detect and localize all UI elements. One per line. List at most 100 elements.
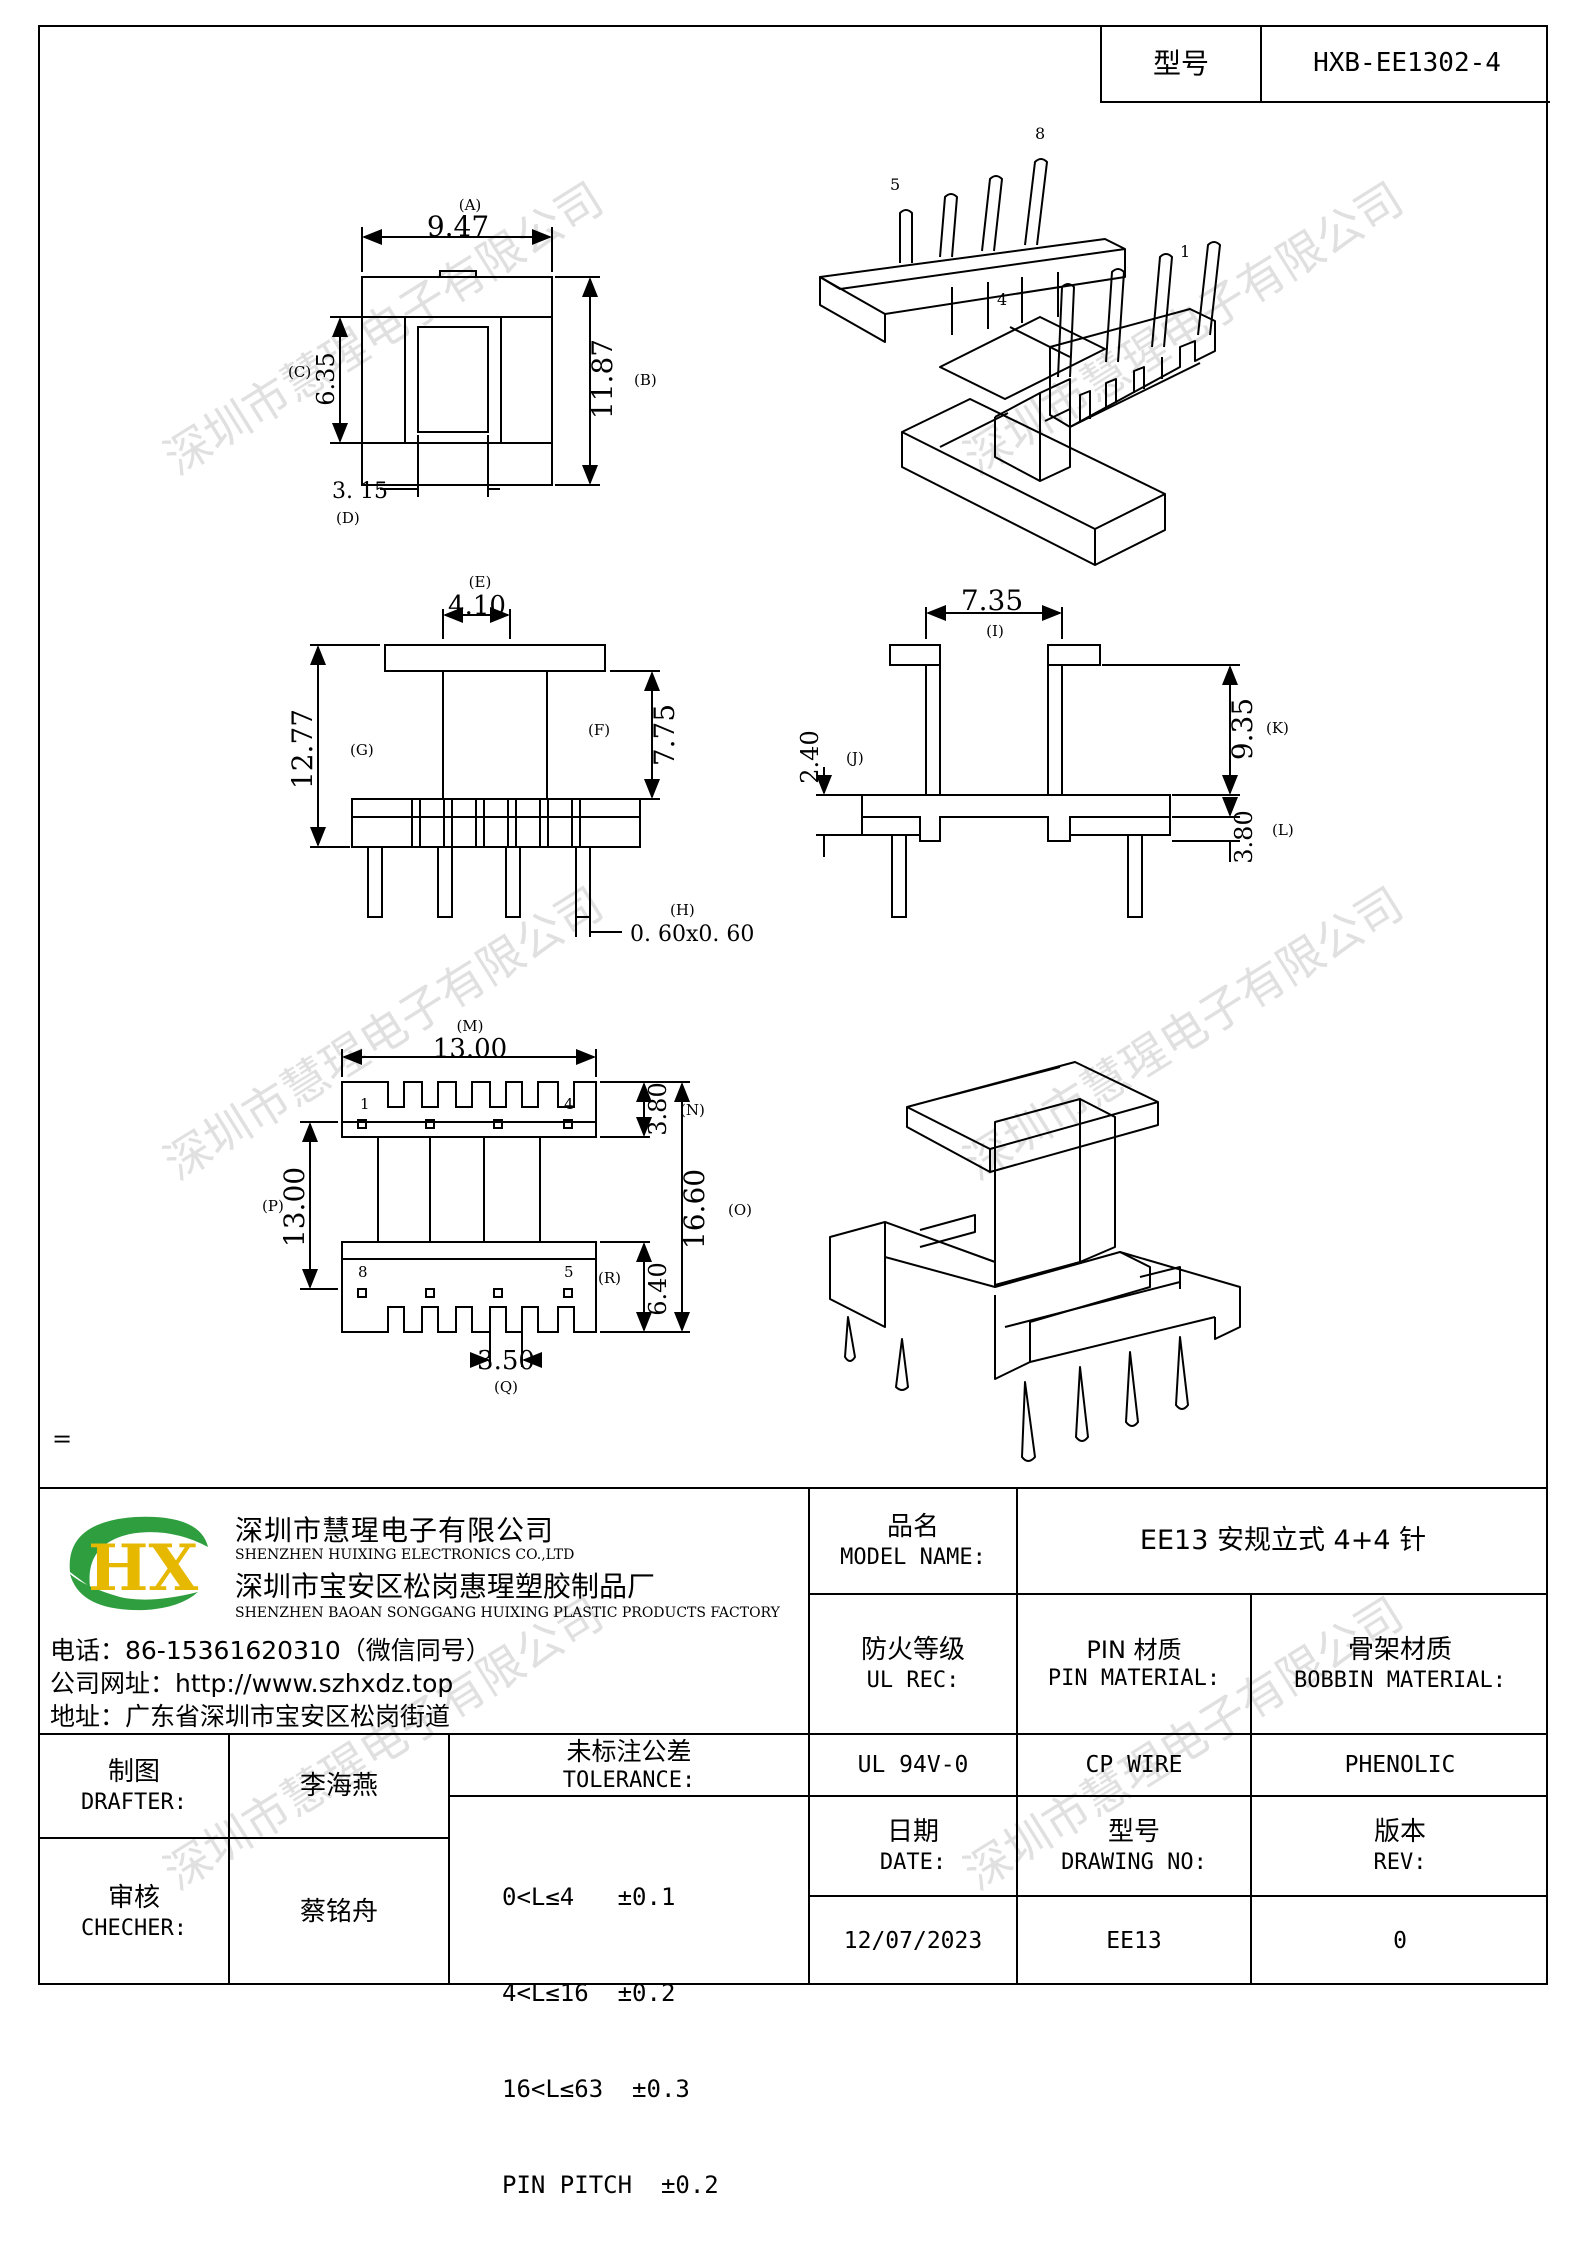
title-block-top-border [40,1487,1548,1489]
equals-mark: = [52,1425,72,1453]
drafter-name: 李海燕 [299,1770,378,1801]
grid-line [808,1795,1548,1797]
dim-j-value: 2.40 [796,730,824,783]
model-header-label: 型号 [1102,25,1262,101]
grid-line [448,1733,450,1985]
dim-f-value: 7.75 [648,704,681,766]
dim-l-label: (L) [1272,821,1294,839]
dim-e-value: 4.10 [448,591,506,621]
dim-h-value: 0. 60x0. 60 [630,922,754,947]
date-en: DATE: [879,1849,947,1875]
factory-name-en: SHENZHEN BAOAN SONGGANG HUIXING PLASTIC … [235,1605,780,1621]
grid-line [808,1593,1548,1595]
dim-m-value: 13.00 [433,1034,507,1064]
grid-line [1250,1593,1252,1985]
tolerance-cn: 未标注公差 [566,1736,692,1766]
company-logo: HX [50,1502,220,1622]
dim-c-label: (C) [288,363,311,381]
iso-pin-4: 4 [997,290,1007,309]
bobbin-material-cn: 骨架材质 [1347,1635,1452,1665]
dim-o-value: 16.60 [678,1169,711,1249]
model-name-value: EE13 安规立式 4+4 针 [1139,1525,1427,1557]
pin-material-value: CP WIRE [1085,1751,1183,1778]
iso-view-top [819,158,1221,566]
grid-line [40,1733,1548,1735]
dim-k-label: (K) [1266,719,1289,737]
iso-pin-1: 1 [1180,242,1190,261]
side-view [816,605,1240,918]
model-name-cn: 品名 [886,1512,939,1542]
company-phone: 电话：86-15361620310（微信同号） [50,1636,491,1665]
dim-b-value: 11.87 [586,339,619,419]
dim-m-label: (M) [456,1017,483,1035]
grid-line [228,1837,448,1839]
dim-r-label: (R) [598,1269,621,1287]
pin-label-8: 8 [358,1263,368,1281]
model-header-box: 型号 HXB-EE1302-4 [1100,25,1550,103]
technical-drawing: (A) 9.47 11.87 (B) 6.35 (C) 3. 15 (D) (E… [52,124,1294,1462]
company-website: 公司网址：http://www.szhxdz.top [50,1669,454,1698]
dim-f-label: (F) [588,721,610,739]
drafter-cn: 制图 [107,1757,160,1787]
bottom-view [300,1049,690,1368]
drawing-sheet: 深圳市慧瑆电子有限公司 深圳市慧瑆电子有限公司 深圳市慧瑆电子有限公司 深圳市慧… [38,25,1550,2199]
top-view [330,227,600,497]
ul-rec-cn: 防火等级 [860,1635,965,1665]
date-label-cell: 日期 DATE: [810,1797,1016,1895]
iso-pin-5: 5 [890,175,900,194]
tolerance-row: 4<L≤16 ±0.2 [502,1979,676,2007]
model-name-label-cell: 品名 MODEL NAME: [810,1489,1016,1593]
company-name-en: SHENZHEN HUIXING ELECTRONICS CO.,LTD [235,1547,575,1563]
dim-l-value: 3.80 [1230,810,1258,863]
dim-k-value: 9.35 [1226,698,1259,760]
dim-g-label: (G) [350,741,374,759]
pin-label-5: 5 [564,1263,574,1281]
pin-label-4: 4 [564,1095,574,1113]
checker-name: 蔡铭舟 [299,1896,378,1927]
ul-rec-label-cell: 防火等级 UL REC: [810,1595,1016,1733]
front-view [310,607,660,937]
dim-q-label: (Q) [494,1378,518,1396]
pin-material-en: PIN MATERIAL: [1047,1666,1221,1692]
logo-text: HX [88,1531,198,1606]
bobbin-material-label-cell: 骨架材质 BOBBIN MATERIAL: [1252,1595,1548,1733]
drawing-no-value: EE13 [1106,1927,1162,1954]
dim-r-value: 6.40 [644,1262,672,1315]
grid-line [1016,1487,1018,1985]
drawing-no-en: DRAWING NO: [1061,1849,1207,1875]
factory-name-cn: 深圳市宝安区松岗惠瑆塑胶制品厂 [235,1570,656,1603]
checker-cn: 审核 [107,1883,160,1913]
dim-i-value: 7.35 [961,584,1023,617]
dim-p-label: (P) [262,1197,284,1215]
rev-label-cell: 版本 REV: [1252,1797,1548,1895]
dim-p-value: 13.00 [278,1167,311,1247]
pin-material-cn: PIN 材质 [1086,1636,1182,1665]
bobbin-material-en: BOBBIN MATERIAL: [1294,1667,1506,1693]
grid-line [40,1837,228,1839]
dim-n-label: (N) [680,1101,705,1119]
bobbin-material-value: PHENOLIC [1344,1751,1456,1778]
grid-line [808,1487,810,1985]
checker-en: CHECHER: [81,1915,187,1941]
company-name-cn: 深圳市慧瑆电子有限公司 [235,1514,555,1547]
dim-o-label: (O) [728,1201,752,1219]
iso-view-bottom [829,1061,1241,1462]
tolerance-row: 0<L≤4 ±0.1 [502,1883,676,1911]
dim-c-value: 6.35 [312,352,340,405]
drawing-no-label-cell: 型号 DRAWING NO: [1018,1797,1250,1895]
dim-e-label: (E) [469,573,492,591]
checker-label-cell: 审核 CHECHER: [40,1839,228,1985]
pin-material-label-cell: PIN 材质 PIN MATERIAL: [1018,1595,1250,1733]
tolerance-label-cell: 未标注公差 TOLERANCE: [450,1735,808,1795]
rev-en: REV: [1373,1849,1427,1875]
dim-j-label: (J) [846,749,864,767]
rev-value: 0 [1393,1927,1407,1954]
grid-line [228,1733,230,1985]
dim-d-label: (D) [336,509,360,527]
dim-d-value: 3. 15 [332,479,388,504]
dim-g-value: 12.77 [286,709,319,789]
date-cn: 日期 [886,1817,939,1847]
ul-value: UL 94V-0 [857,1751,969,1778]
tolerance-list: 0<L≤4 ±0.1 4<L≤16 ±0.2 16<L≤63 ±0.3 PIN … [502,1817,719,2265]
dim-b-label: (B) [634,371,657,389]
